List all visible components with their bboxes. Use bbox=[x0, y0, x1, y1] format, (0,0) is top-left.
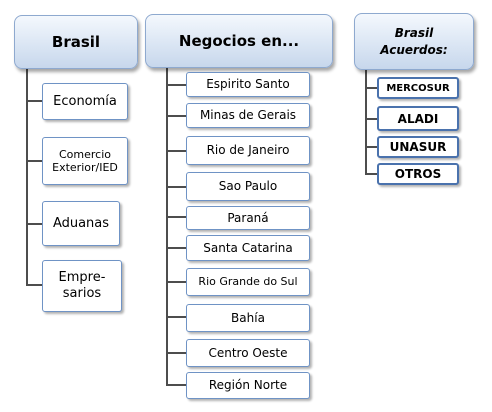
negocios-item-label: Centro Oeste bbox=[208, 345, 288, 360]
negocios-item-label: Minas de Gerais bbox=[199, 108, 297, 123]
brasil-branch-line bbox=[26, 284, 42, 286]
acuerdos-item-label: MERCOSUR bbox=[386, 82, 450, 94]
negocios-branch-line bbox=[166, 384, 186, 386]
negocios-header: Negocios en... bbox=[145, 14, 333, 68]
negocios-item: Minas de Gerais bbox=[186, 103, 310, 128]
negocios-item-label: Paraná bbox=[227, 210, 269, 225]
negocios-item-label: Sao Paulo bbox=[218, 179, 278, 194]
acuerdos-branch-line bbox=[365, 173, 377, 175]
negocios-trunk-line bbox=[166, 63, 168, 386]
acuerdos-item-label: UNASUR bbox=[389, 140, 447, 154]
negocios-item-label: Región Norte bbox=[208, 378, 288, 393]
brasil-item-economia: Economía bbox=[42, 83, 128, 120]
brasil-item-label: Economía bbox=[53, 93, 117, 109]
brasil-item-label: Comercio Exterior/IED bbox=[52, 147, 118, 174]
negocios-branch-line bbox=[166, 316, 186, 318]
brasil-branch-line bbox=[26, 160, 42, 162]
negocios-item: Paraná bbox=[186, 206, 310, 230]
brasil-branch-line bbox=[26, 223, 42, 225]
negocios-item-label: Rio Grande do Sul bbox=[198, 275, 298, 289]
negocios-branch-line bbox=[166, 150, 186, 152]
negocios-item: Rio Grande do Sul bbox=[186, 268, 310, 296]
negocios-header-label: Negocios en... bbox=[178, 32, 300, 50]
negocios-item: Centro Oeste bbox=[186, 339, 310, 367]
negocios-item-label: Santa Catarina bbox=[203, 240, 293, 255]
negocios-branch-line bbox=[166, 281, 186, 283]
negocios-item: Región Norte bbox=[186, 372, 310, 399]
negocios-item: Sao Paulo bbox=[186, 172, 310, 201]
acuerdos-header: Brasil Acuerdos: bbox=[354, 13, 474, 70]
negocios-branch-line bbox=[166, 115, 186, 117]
negocios-item: Espirito Santo bbox=[186, 72, 310, 97]
acuerdos-item-otros: OTROS bbox=[377, 163, 459, 185]
acuerdos-item-label: OTROS bbox=[394, 167, 442, 181]
negocios-branch-line bbox=[166, 216, 186, 218]
acuerdos-branch-line bbox=[365, 146, 377, 148]
acuerdos-header-line2: Acuerdos: bbox=[380, 42, 448, 57]
brasil-trunk-line bbox=[26, 60, 28, 286]
acuerdos-item-unasur: UNASUR bbox=[377, 136, 459, 158]
negocios-branch-line bbox=[166, 84, 186, 86]
negocios-item: Santa Catarina bbox=[186, 235, 310, 261]
acuerdos-item-label: ALADI bbox=[397, 111, 439, 126]
acuerdos-branch-line bbox=[365, 87, 377, 89]
negocios-item-label: Rio de Janeiro bbox=[206, 143, 290, 158]
acuerdos-item-mercosur: MERCOSUR bbox=[377, 77, 459, 99]
negocios-item: Rio de Janeiro bbox=[186, 136, 310, 165]
negocios-branch-line bbox=[166, 247, 186, 249]
negocios-item: Bahía bbox=[186, 304, 310, 332]
brasil-item-aduanas: Aduanas bbox=[42, 201, 120, 246]
negocios-item-label: Bahía bbox=[231, 310, 265, 325]
brasil-item-empresarios: Empre-sarios bbox=[42, 260, 122, 312]
acuerdos-header-line1: Brasil bbox=[394, 25, 434, 40]
brasil-item-comercio: Comercio Exterior/IED bbox=[42, 137, 128, 185]
brasil-item-label: Aduanas bbox=[52, 215, 110, 231]
brasil-header-label: Brasil bbox=[51, 33, 101, 51]
brasil-header: Brasil bbox=[14, 15, 138, 69]
negocios-branch-line bbox=[166, 352, 186, 354]
brasil-item-label: Empre-sarios bbox=[58, 270, 106, 301]
negocios-item-label: Espirito Santo bbox=[206, 77, 290, 92]
acuerdos-item-aladi: ALADI bbox=[377, 106, 459, 131]
acuerdos-branch-line bbox=[365, 118, 377, 120]
brasil-branch-line bbox=[26, 100, 42, 102]
acuerdos-trunk-line bbox=[365, 68, 367, 175]
negocios-branch-line bbox=[166, 186, 186, 188]
